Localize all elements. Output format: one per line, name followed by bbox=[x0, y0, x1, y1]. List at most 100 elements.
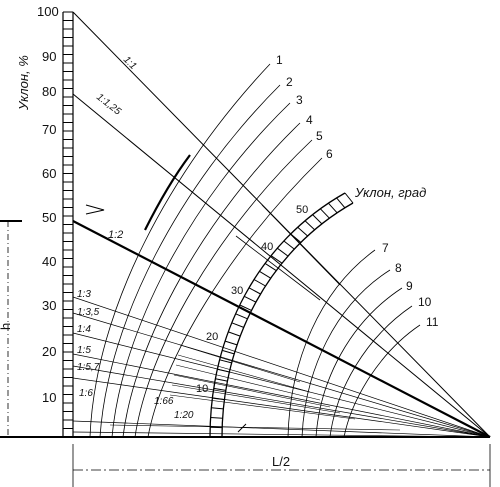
slope-line-1-20 bbox=[72, 420, 491, 438]
arc-rung bbox=[297, 226, 308, 237]
right-curves bbox=[287, 249, 421, 438]
arc-rung bbox=[277, 247, 289, 257]
y-tick-20: 20 bbox=[42, 344, 56, 359]
slope-line-1-3 bbox=[72, 296, 491, 438]
ratio-label-1-20: 1:20 bbox=[174, 410, 194, 421]
slope-line-1-66 bbox=[72, 431, 491, 438]
arc-rung bbox=[283, 240, 295, 250]
ratio-label-1-2: 1:2 bbox=[108, 229, 123, 241]
curve-1 bbox=[89, 63, 271, 438]
y-scale-ladder bbox=[62, 11, 74, 438]
curve-label-11: 11 bbox=[426, 315, 439, 329]
dimension-h bbox=[0, 220, 22, 438]
curve-11 bbox=[343, 324, 421, 438]
arc-tick-40: 40 bbox=[261, 241, 273, 253]
arc-tick-labels: 10 20 30 40 50 bbox=[196, 204, 308, 395]
arc-rung bbox=[222, 349, 235, 355]
arc-rung bbox=[217, 368, 230, 373]
curve-10 bbox=[329, 305, 413, 438]
dimension-half-span bbox=[72, 444, 491, 487]
ratio-label-1-6: 1:6 bbox=[79, 388, 93, 399]
curve-4 bbox=[122, 122, 301, 438]
arc-rung bbox=[253, 279, 266, 287]
angle-arc-scale bbox=[209, 192, 354, 438]
slope-line-1-2 bbox=[72, 220, 491, 438]
arc-rung bbox=[224, 340, 238, 346]
y-tick-100: 100 bbox=[37, 4, 59, 19]
arc-rung bbox=[212, 397, 225, 401]
arc-tick-10: 10 bbox=[196, 383, 208, 395]
arc-rung bbox=[259, 270, 271, 279]
arc-tick-50: 50 bbox=[296, 204, 308, 216]
slope-line-1-4 bbox=[72, 332, 491, 438]
y-tick-50: 50 bbox=[42, 210, 56, 225]
dimension-half-span-label: L/2 bbox=[272, 454, 290, 469]
curve-label-1: 1 bbox=[276, 53, 283, 67]
y-tick-10: 10 bbox=[42, 390, 56, 405]
lower-fan-hatch bbox=[109, 344, 401, 431]
curve-label-7: 7 bbox=[382, 241, 389, 255]
arc-rung bbox=[290, 233, 302, 243]
arc-rung bbox=[328, 202, 338, 214]
arc-tick-20: 20 bbox=[206, 331, 218, 343]
y-axis-title: Уклон, % bbox=[16, 55, 31, 111]
arc-rung bbox=[243, 295, 257, 303]
curve-label-8: 8 bbox=[395, 261, 402, 275]
arc-bottom-tick bbox=[237, 423, 247, 433]
arc-rung bbox=[219, 359, 232, 364]
curve-9 bbox=[315, 287, 403, 438]
y-tick-60: 60 bbox=[42, 166, 56, 181]
angle-leaders bbox=[235, 204, 341, 301]
ratio-label-1-3: 1:3 bbox=[77, 289, 91, 300]
left-curve-labels: 1 2 3 4 5 6 bbox=[276, 53, 333, 161]
slope-line-1-6 bbox=[72, 377, 491, 438]
arc-rung bbox=[344, 192, 354, 204]
slope-line-1-3-5 bbox=[72, 312, 491, 438]
arc-scale-title: Уклон, град bbox=[354, 185, 426, 200]
arc-rung bbox=[270, 255, 283, 264]
arc-rung bbox=[211, 407, 224, 410]
arc-rung bbox=[312, 214, 323, 225]
slope-line-1-1-25 bbox=[72, 93, 491, 438]
curve-label-10: 10 bbox=[418, 295, 432, 309]
curve-label-6: 6 bbox=[326, 147, 333, 161]
y-axis-tick-labels: 100 90 80 70 60 50 40 30 20 10 bbox=[37, 4, 59, 405]
arc-rung bbox=[228, 331, 241, 337]
ratio-label-1-66: 1:66 bbox=[154, 396, 174, 407]
curve-label-9: 9 bbox=[406, 279, 413, 293]
slope-ratio-labels: 1:1 1:1,25 1:2 1:3 1:3,5 1:4 1:5 1:5,7 1… bbox=[77, 54, 194, 421]
ratio-label-1-5-7: 1:5,7 bbox=[77, 362, 100, 373]
curve-2 bbox=[99, 84, 281, 438]
curve-label-2: 2 bbox=[286, 75, 293, 89]
curve-label-3: 3 bbox=[296, 93, 303, 107]
y-tick-90: 90 bbox=[42, 49, 56, 64]
ratio-label-1-1: 1:1 bbox=[121, 54, 139, 72]
y-tick-40: 40 bbox=[42, 254, 56, 269]
arc-rung bbox=[248, 287, 261, 295]
curve-6 bbox=[147, 157, 323, 438]
arc-rung bbox=[264, 262, 277, 272]
arrow-mark bbox=[85, 204, 105, 215]
ratio-label-1-3-5: 1:3,5 bbox=[77, 307, 100, 318]
arc-rung bbox=[210, 417, 223, 419]
right-curve-labels: 7 8 9 10 11 bbox=[382, 241, 439, 329]
y-tick-30: 30 bbox=[42, 298, 56, 313]
arc-rung bbox=[215, 378, 228, 382]
left-curves bbox=[89, 63, 323, 438]
arc-rung bbox=[231, 322, 244, 328]
slope-line-1-5-7 bbox=[72, 365, 491, 438]
arc-rung bbox=[304, 220, 315, 231]
arc-rung bbox=[213, 387, 226, 391]
arc-rung bbox=[239, 304, 252, 311]
curve-7 bbox=[287, 249, 376, 438]
curve-label-4: 4 bbox=[306, 113, 313, 127]
curve-1-highlight bbox=[144, 154, 191, 231]
curve-5 bbox=[134, 139, 313, 438]
y-tick-80: 80 bbox=[42, 84, 56, 99]
slope-lines bbox=[72, 11, 491, 438]
arc-tick-30: 30 bbox=[231, 285, 243, 297]
ratio-label-1-5: 1:5 bbox=[77, 345, 91, 356]
arc-rung bbox=[336, 197, 346, 209]
